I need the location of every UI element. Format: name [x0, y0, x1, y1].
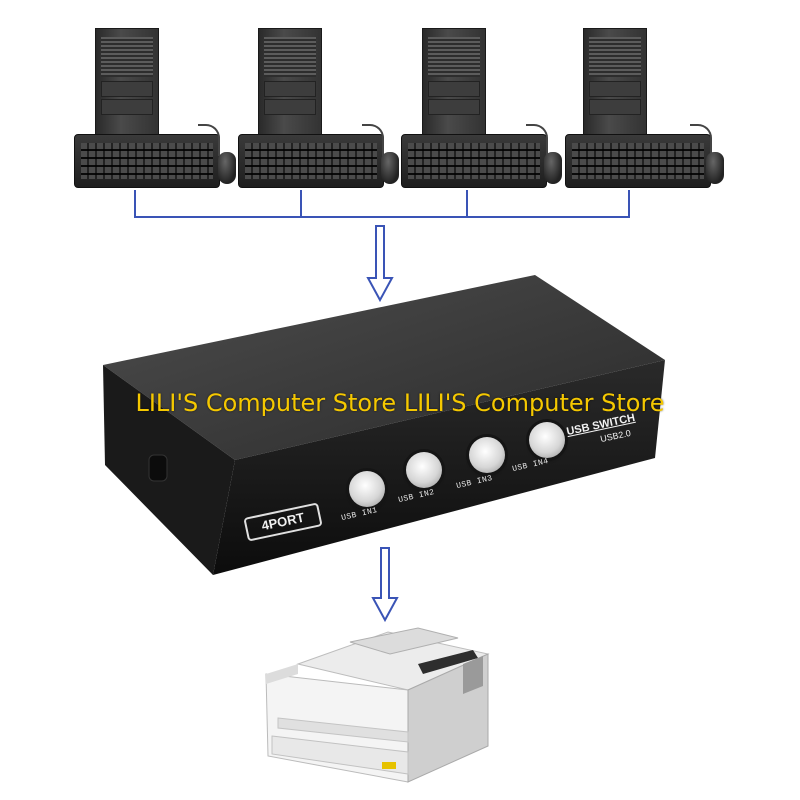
store-watermark: LILI'S Computer Store LILI'S Computer St… — [135, 389, 665, 417]
port-2-button[interactable] — [406, 452, 442, 488]
arrow-down-icon — [371, 547, 399, 623]
mouse-icon — [218, 152, 236, 184]
mouse-icon — [706, 152, 724, 184]
mouse-icon — [544, 152, 562, 184]
computer-tower-icon — [258, 28, 322, 136]
mouse-cable — [198, 124, 220, 156]
keyboard-icon — [74, 134, 220, 188]
mouse-icon — [381, 152, 399, 184]
arrow-down-icon — [366, 225, 394, 303]
keyboard-icon — [401, 134, 547, 188]
mouse-cable — [690, 124, 712, 156]
printer-icon — [265, 627, 490, 783]
port-3-button[interactable] — [469, 437, 505, 473]
keyboard-icon — [565, 134, 711, 188]
computer-tower-icon — [95, 28, 159, 136]
computer-tower-icon — [583, 28, 647, 136]
mouse-cable — [362, 124, 384, 156]
port-4-button[interactable] — [529, 422, 565, 458]
mouse-cable — [526, 124, 548, 156]
keyboard-icon — [238, 134, 384, 188]
computer-tower-icon — [422, 28, 486, 136]
port-1-button[interactable] — [349, 471, 385, 507]
